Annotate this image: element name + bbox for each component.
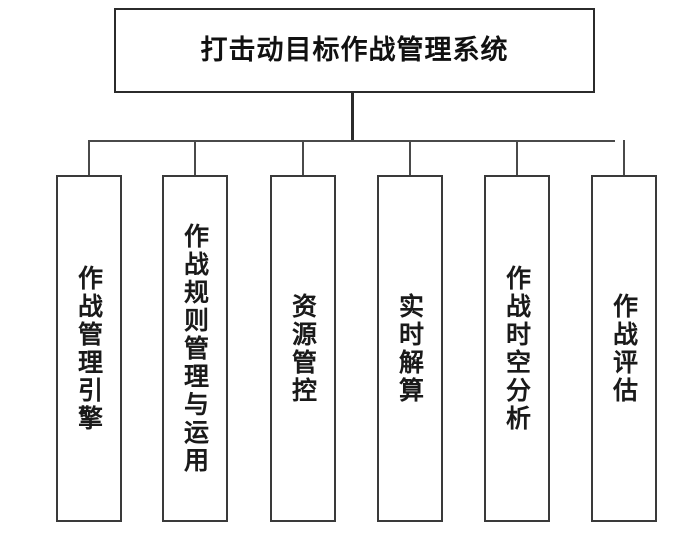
connector-drop-4: [409, 140, 411, 176]
child-node-label-1: 作战管理引擎: [74, 264, 104, 433]
child-node-box-5[interactable]: 作战时空分析: [484, 175, 550, 522]
child-node-box-2[interactable]: 作战规则管理与运用: [162, 175, 228, 522]
connector-drop-2: [194, 140, 196, 176]
connector-drop-1: [88, 140, 90, 176]
child-node-box-4[interactable]: 实时解算: [377, 175, 443, 522]
child-node-box-1[interactable]: 作战管理引擎: [56, 175, 122, 522]
connector-drop-3: [302, 140, 304, 176]
child-node-label-4: 实时解算: [395, 292, 425, 405]
child-node-label-6: 作战评估: [609, 292, 639, 405]
child-node-label-3: 资源管控: [288, 292, 318, 405]
connector-drop-6: [623, 140, 625, 176]
root-node-box[interactable]: 打击动目标作战管理系统: [114, 8, 595, 93]
root-node-label: 打击动目标作战管理系统: [200, 35, 509, 66]
connector-horizontal-bus: [88, 140, 615, 142]
connector-drop-5: [516, 140, 518, 176]
child-node-box-6[interactable]: 作战评估: [591, 175, 657, 522]
child-node-label-2: 作战规则管理与运用: [180, 222, 210, 475]
child-node-label-5: 作战时空分析: [502, 264, 532, 433]
connector-trunk-vertical: [351, 93, 354, 142]
child-node-box-3[interactable]: 资源管控: [270, 175, 336, 522]
